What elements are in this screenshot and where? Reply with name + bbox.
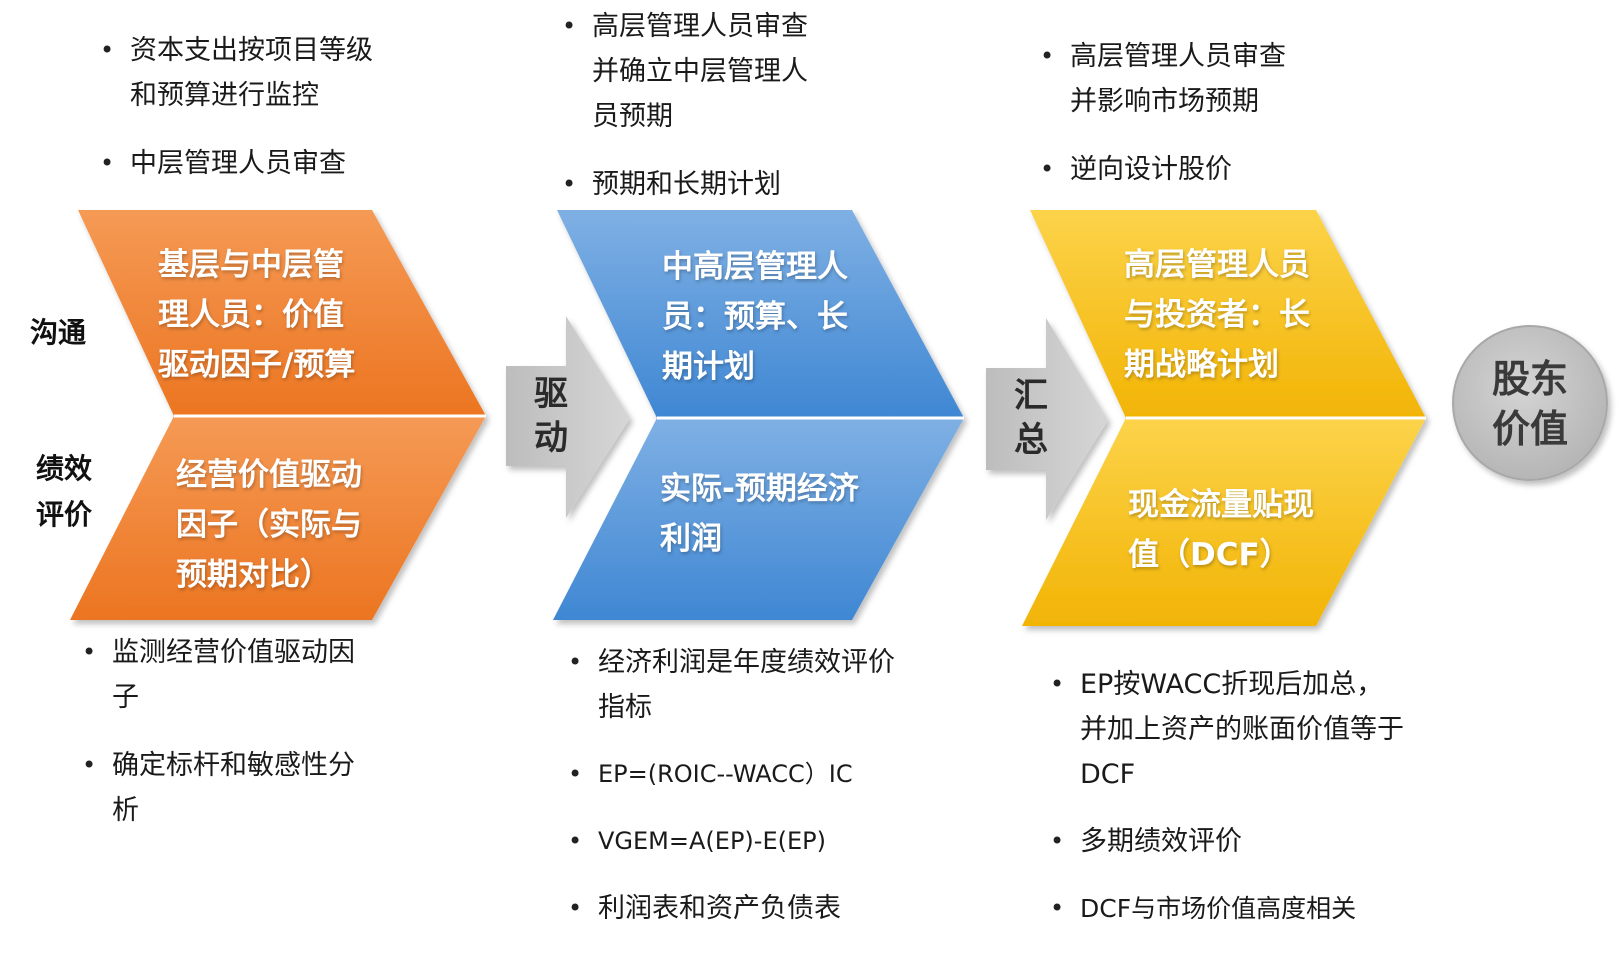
shareholder-value-label: 股东 价值 xyxy=(1488,354,1572,454)
stage3-upper-line: 期战略计划 xyxy=(1124,347,1279,383)
stage3-upper-line: 高层管理人员 xyxy=(1124,247,1310,283)
stage1-top-note: 资本支出按项目等级和预算进行监控 xyxy=(100,28,380,118)
aggregate-arrow-label-line: 汇 xyxy=(1014,376,1048,416)
stage2-bottom-note: EP=(ROIC--WACC）IC xyxy=(568,752,898,797)
stage2-upper-line: 中高层管理人 xyxy=(662,249,848,285)
stage2-upper-text: 中高层管理人 员：预算、长 期计划 xyxy=(662,242,848,392)
stage1-lower-panel xyxy=(70,416,486,620)
aggregate-arrow-label: 汇 总 xyxy=(1014,374,1058,462)
shareholder-value-label-line: 价值 xyxy=(1491,407,1568,451)
stage2-upper-line: 员：预算、长 xyxy=(662,299,848,335)
stage2-bottom-note: 经济利润是年度绩效评价指标 xyxy=(568,640,898,730)
stage2-lower-text: 实际-预期经济 利润 xyxy=(660,464,859,564)
stage1-upper-line: 驱动因子/预算 xyxy=(158,347,356,383)
stage1-upper-line: 基层与中层管 xyxy=(158,247,344,283)
drive-arrow-label-line: 动 xyxy=(534,418,568,458)
stage3-bottom-notes: EP按WACC折现后加总，并加上资产的账面价值等于DCF 多期绩效评价 DCF与… xyxy=(1050,662,1410,953)
shareholder-value-label-line: 股东 xyxy=(1491,357,1568,401)
stage3-bottom-note: 多期绩效评价 xyxy=(1050,819,1410,864)
stage3-top-note: 逆向设计股价 xyxy=(1040,147,1310,192)
aggregate-arrow xyxy=(986,318,1108,520)
stage3-bottom-note: EP按WACC折现后加总，并加上资产的账面价值等于DCF xyxy=(1050,662,1410,797)
stage2-bottom-notes: 经济利润是年度绩效评价指标 EP=(ROIC--WACC）IC VGEM=A(E… xyxy=(568,640,898,953)
stage1-lower-line: 经营价值驱动 xyxy=(176,457,362,493)
stage2-upper-panel xyxy=(557,210,964,418)
stage1-upper-line: 理人员：价值 xyxy=(158,297,344,333)
stage2-lower-line: 实际-预期经济 xyxy=(660,471,859,507)
stage2-upper-line: 期计划 xyxy=(662,349,755,385)
stage3-upper-text: 高层管理人员 与投资者：长 期战略计划 xyxy=(1124,240,1310,390)
stage2-lower-line: 利润 xyxy=(660,521,722,557)
stage2-top-note: 高层管理人员审查并确立中层管理人员预期 xyxy=(562,4,832,139)
stage3-top-notes: 高层管理人员审查并影响市场预期 逆向设计股价 xyxy=(1040,34,1310,215)
stage2-top-note: 预期和长期计划 xyxy=(562,162,832,207)
stage3-top-note: 高层管理人员审查并影响市场预期 xyxy=(1040,34,1310,124)
stage1-lower-line: 因子（实际与 xyxy=(176,507,362,543)
stage1-lower-line: 预期对比） xyxy=(176,557,331,593)
label-evaluation-line2: 评价 xyxy=(36,498,93,531)
stage3-upper-line: 与投资者：长 xyxy=(1124,297,1310,333)
drive-arrow xyxy=(506,316,630,518)
drive-arrow-label: 驱 动 xyxy=(534,372,578,460)
shareholder-value-circle xyxy=(1452,325,1608,481)
stage3-chevron xyxy=(1022,210,1426,626)
aggregate-arrow-label-line: 总 xyxy=(1014,420,1048,460)
stage3-lower-text: 现金流量贴现 值（DCF） xyxy=(1128,480,1314,580)
stage2-bottom-note: VGEM=A(EP)-E(EP) xyxy=(568,819,898,864)
stage2-top-notes: 高层管理人员审查并确立中层管理人员预期 预期和长期计划 xyxy=(562,4,832,230)
stage1-upper-panel xyxy=(78,210,486,416)
stage1-bottom-note: 监测经营价值驱动因子 xyxy=(82,630,362,720)
stage2-lower-panel xyxy=(553,418,964,620)
label-evaluation-line1: 绩效 xyxy=(36,452,93,485)
stage1-upper-text: 基层与中层管 理人员：价值 驱动因子/预算 xyxy=(158,240,355,390)
stage3-upper-panel xyxy=(1030,210,1426,418)
stage3-lower-line: 值（DCF） xyxy=(1128,537,1291,573)
stage2-bottom-note: 利润表和资产负债表 xyxy=(568,886,898,931)
label-evaluation: 绩效 评价 xyxy=(36,446,92,538)
stage3-lower-line: 现金流量贴现 xyxy=(1128,487,1314,523)
label-communication: 沟通 xyxy=(30,316,87,349)
stage1-chevron xyxy=(70,210,486,620)
stage3-bottom-note: DCF与市场价值高度相关 xyxy=(1050,886,1410,931)
drive-arrow-label-line: 驱 xyxy=(534,374,568,414)
stage1-bottom-note: 确定标杆和敏感性分析 xyxy=(82,743,362,833)
stage3-lower-panel xyxy=(1022,418,1426,626)
stage2-chevron xyxy=(553,210,964,620)
stage1-top-note: 中层管理人员审查 xyxy=(100,141,380,186)
stage1-lower-text: 经营价值驱动 因子（实际与 预期对比） xyxy=(176,450,362,600)
stage1-bottom-notes: 监测经营价值驱动因子 确定标杆和敏感性分析 xyxy=(82,630,362,856)
stage1-top-notes: 资本支出按项目等级和预算进行监控 中层管理人员审查 xyxy=(100,28,380,209)
